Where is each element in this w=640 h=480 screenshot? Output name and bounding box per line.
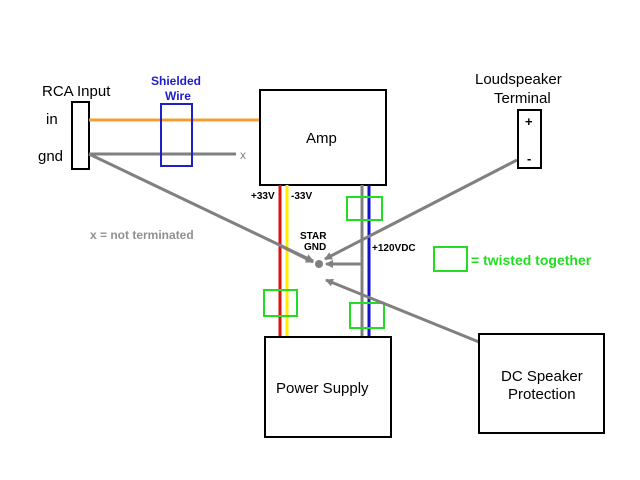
hv-rail-label: +120VDC [372, 243, 416, 254]
power-supply-box [264, 336, 392, 438]
star-gnd-label-2: GND [304, 242, 326, 253]
legend-twist-swatch [433, 246, 468, 272]
not-terminated-note: x = not terminated [90, 228, 194, 242]
loudspeaker-label-1: Loudspeaker [475, 71, 562, 88]
rca-connector [71, 101, 90, 170]
twist-marker-hv-lower [349, 302, 385, 329]
shielded-wire-label-1: Shielded [151, 74, 201, 88]
shielded-wire-sleeve [160, 103, 193, 167]
twist-marker-hv-upper [346, 196, 383, 221]
ground-arrow-loudspeaker [324, 158, 518, 261]
star-gnd-label-1: STAR [300, 231, 327, 242]
loudspeaker-minus: - [527, 151, 531, 166]
pos-rail-label: +33V [251, 191, 275, 202]
ground-arrow-rca [88, 152, 314, 263]
loudspeaker-plus: + [525, 114, 533, 129]
loudspeaker-terminal [517, 109, 542, 169]
rca-gnd-label: gnd [38, 148, 63, 165]
power-supply-label: Power Supply [276, 380, 369, 397]
dc-protection-box [478, 333, 605, 434]
x-mark: x [240, 148, 246, 162]
ground-arrow-dc-protection [325, 278, 480, 344]
rca-input-title: RCA Input [42, 83, 111, 100]
amp-box [259, 89, 387, 186]
legend-twist-text: = twisted together [471, 252, 592, 268]
neg-rail-label: -33V [291, 191, 312, 202]
rca-in-label: in [46, 111, 58, 128]
star-ground-point [315, 260, 323, 268]
ground-arrow-rails [280, 244, 314, 264]
twist-marker-rails [263, 289, 298, 317]
dc-protection-label-1: DC Speaker [501, 368, 583, 385]
amp-label: Amp [306, 130, 337, 147]
loudspeaker-label-2: Terminal [494, 90, 551, 107]
dc-protection-label-2: Protection [508, 386, 576, 403]
shielded-wire-label-2: Wire [165, 89, 191, 103]
